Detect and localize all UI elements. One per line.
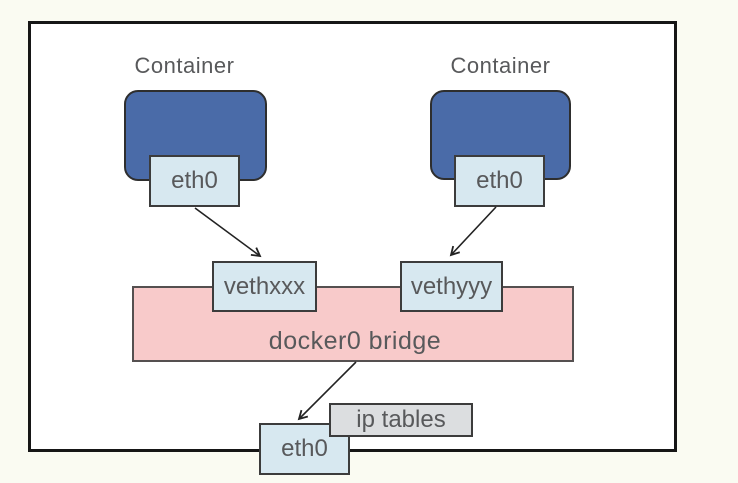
- docker0-bridge-label: docker0 bridge: [268, 326, 442, 355]
- container2-label: Container: [450, 53, 551, 78]
- container2-eth0-box: eth0: [454, 155, 545, 207]
- vethxxx-box: vethxxx: [212, 261, 317, 312]
- host-boundary-box: [28, 21, 677, 452]
- container1-label: Container: [134, 53, 235, 78]
- host-eth0-box: eth0: [259, 423, 350, 475]
- vethyyy-box: vethyyy: [400, 261, 503, 312]
- container1-eth0-box: eth0: [149, 155, 240, 207]
- docker0-bridge-box: docker0 bridge: [132, 286, 574, 362]
- iptables-box: ip tables: [329, 403, 473, 437]
